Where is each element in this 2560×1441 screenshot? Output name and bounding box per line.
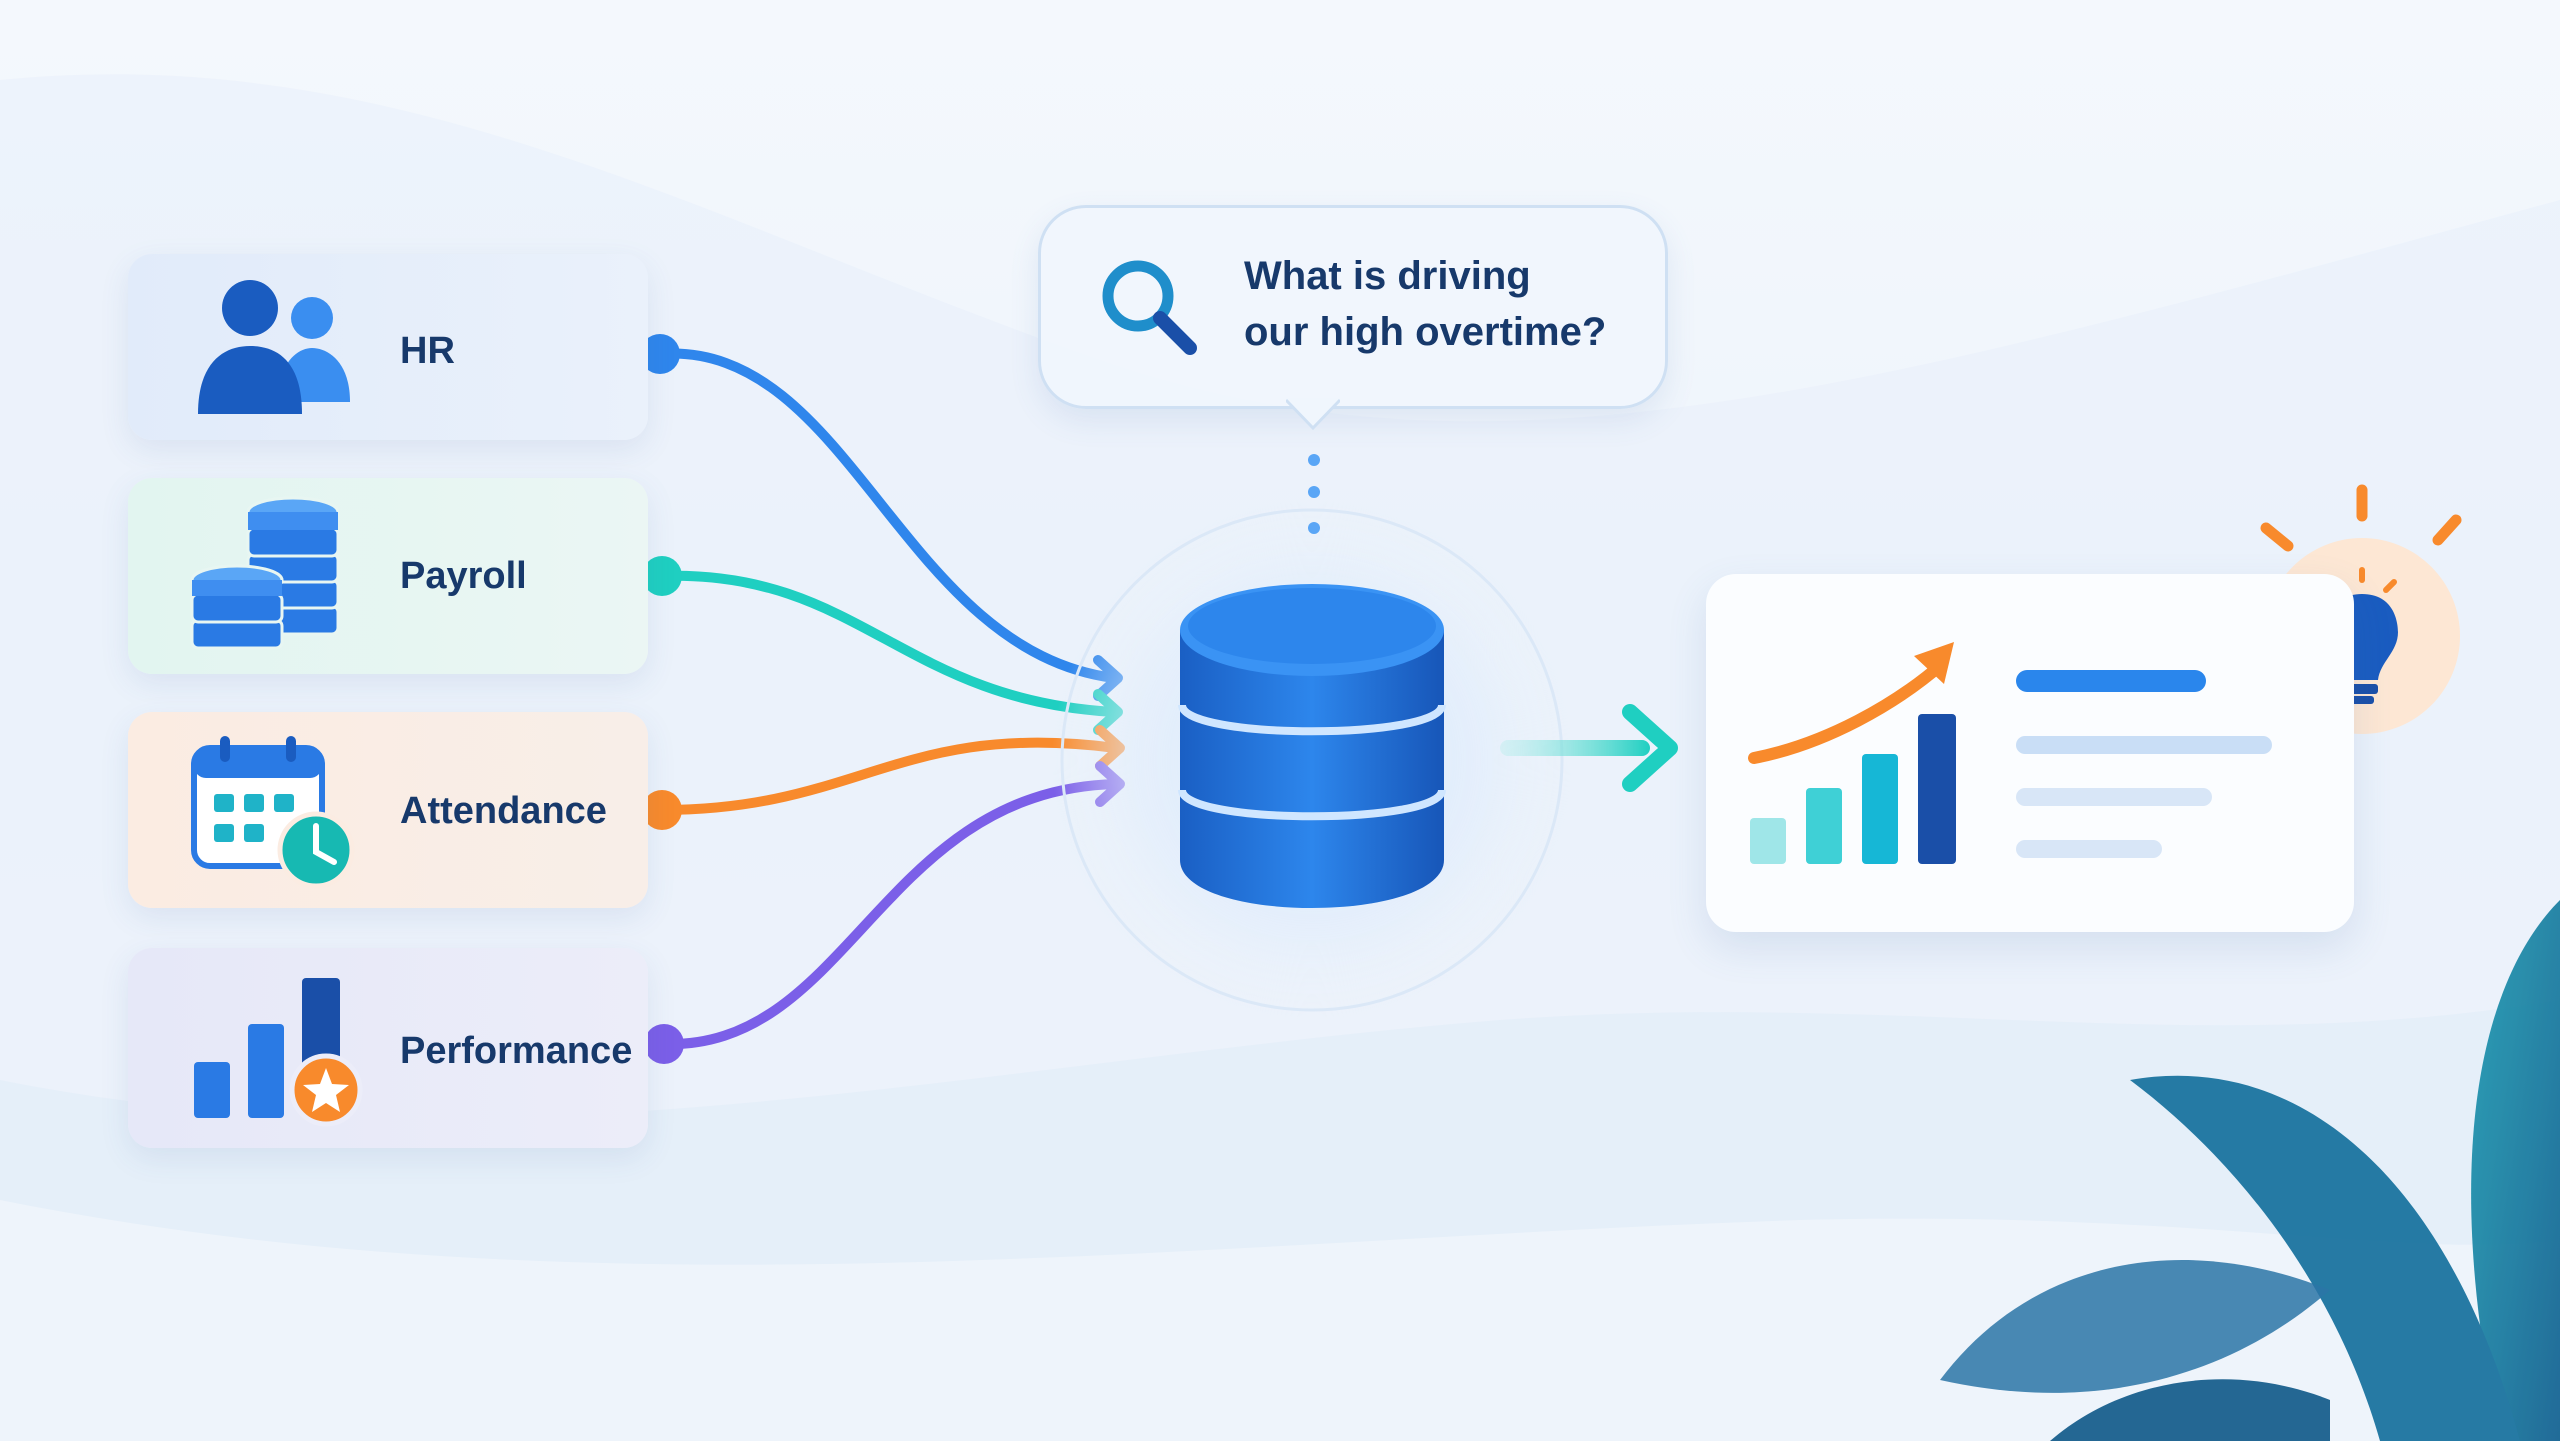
source-card-payroll — [128, 478, 648, 674]
connector-dot-performance — [644, 1024, 684, 1064]
background-wave — [0, 1200, 2560, 1441]
connector-dot-payroll — [642, 556, 682, 596]
output-arrow — [1500, 704, 1678, 792]
search-icon — [1102, 260, 1197, 355]
query-dotted-connector — [1308, 454, 1320, 534]
query-line-1: What is driving — [1244, 254, 1531, 298]
source-label-hr: HR — [400, 330, 455, 372]
connector-dot-hr — [640, 334, 680, 374]
query-bubble-tail — [1286, 398, 1340, 430]
source-label-attendance: Attendance — [400, 790, 607, 832]
source-card-hr — [128, 254, 648, 440]
query-line-2: our high overtime? — [1244, 310, 1607, 354]
source-label-payroll: Payroll — [400, 555, 527, 597]
query-text: What is driving our high overtime? — [1244, 248, 1644, 360]
connector-payroll — [657, 570, 1119, 717]
database-icon — [1178, 584, 1446, 908]
source-label-performance: Performance — [400, 1030, 633, 1072]
insight-line — [2016, 840, 2162, 858]
connector-hr — [655, 348, 1119, 683]
insight-line — [2016, 788, 2212, 806]
insight-line — [2016, 670, 2206, 692]
query-bubble — [1038, 205, 1668, 409]
growth-chart-icon — [1748, 642, 2272, 864]
connector-performance — [659, 779, 1121, 1050]
connector-dot-attendance — [642, 790, 682, 830]
plant-leaves-icon — [1940, 900, 2560, 1441]
hub-ring — [1060, 508, 1564, 1012]
connector-attendance — [657, 737, 1121, 815]
insight-line — [2016, 736, 2272, 754]
